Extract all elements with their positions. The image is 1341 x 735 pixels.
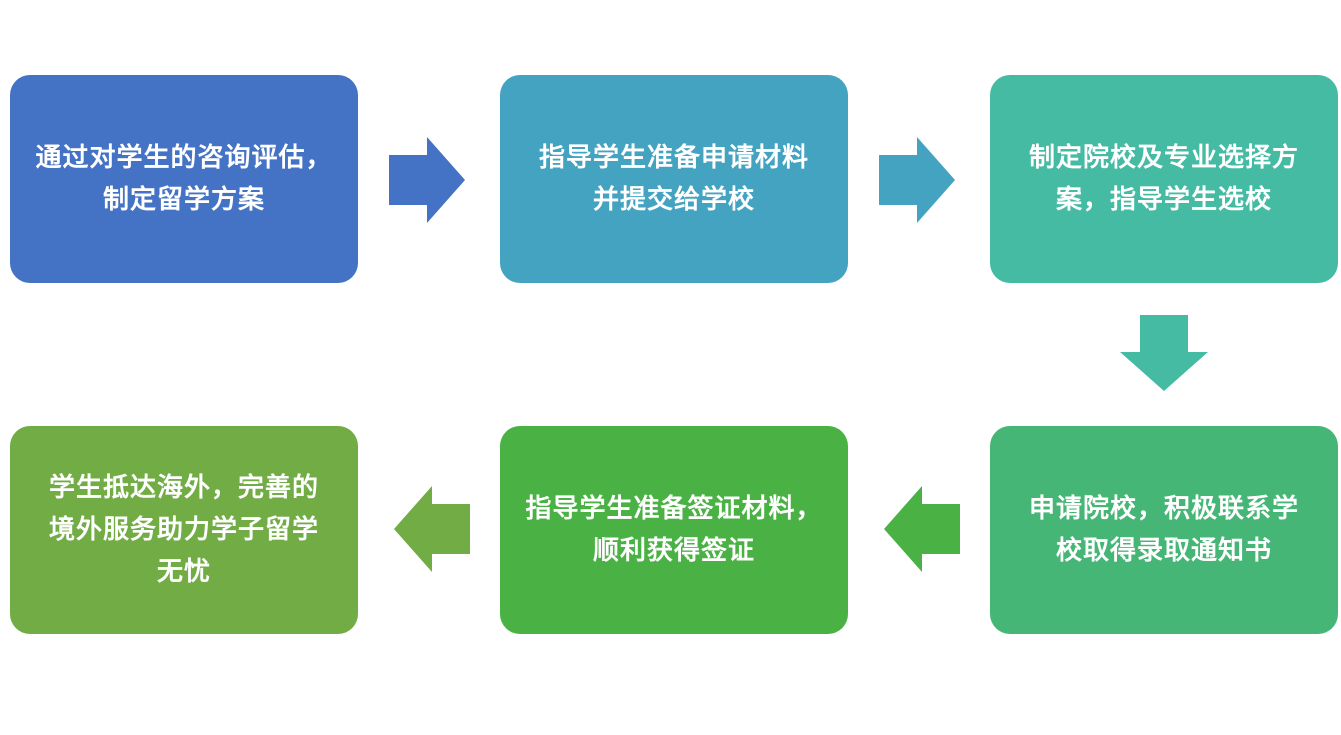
step-5-text: 指导学生准备签证材料， 顺利获得签证 xyxy=(525,494,823,566)
step-2-text: 指导学生准备申请材料 并提交给学校 xyxy=(538,143,809,215)
arrow-right-icon xyxy=(879,137,955,223)
step-4-admission-box: 申请院校，积极联系学 校取得录取通知书 xyxy=(990,426,1338,634)
arrow-down-icon xyxy=(1120,315,1208,391)
arrow-left-icon xyxy=(884,486,960,572)
arrow-right-icon xyxy=(389,137,465,223)
step-3-school-selection-box: 制定院校及专业选择方 案，指导学生选校 xyxy=(990,75,1338,283)
step-5-visa-box: 指导学生准备签证材料， 顺利获得签证 xyxy=(500,426,848,634)
step-3-text: 制定院校及专业选择方 案，指导学生选校 xyxy=(1028,143,1299,215)
step-4-text: 申请院校，积极联系学 校取得录取通知书 xyxy=(1028,494,1299,566)
step-6-overseas-service-box: 学生抵达海外，完善的 境外服务助力学子留学 无忧 xyxy=(10,426,358,634)
arrow-left-icon xyxy=(394,486,470,572)
step-1-text: 通过对学生的咨询评估， 制定留学方案 xyxy=(35,143,333,215)
step-1-consultation-box: 通过对学生的咨询评估， 制定留学方案 xyxy=(10,75,358,283)
step-2-application-materials-box: 指导学生准备申请材料 并提交给学校 xyxy=(500,75,848,283)
step-6-text: 学生抵达海外，完善的 境外服务助力学子留学 无忧 xyxy=(48,473,319,587)
